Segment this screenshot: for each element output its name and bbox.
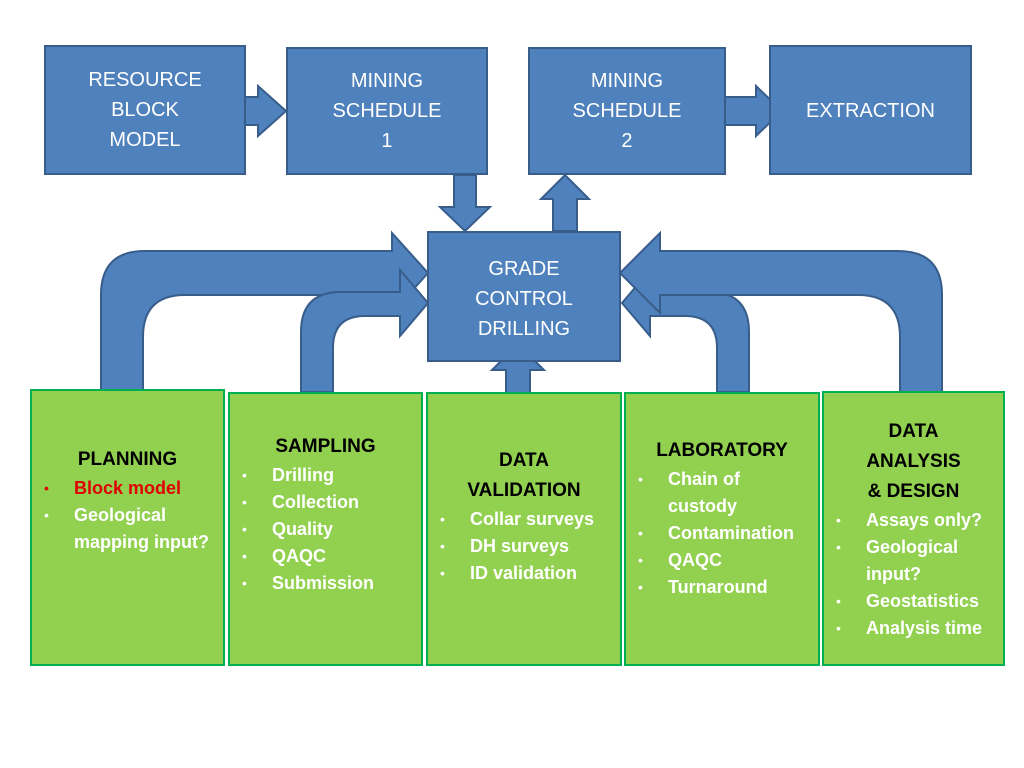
mining-schedule-2-label: MINING SCHEDULE 2 (572, 70, 682, 152)
data-analysis-design-list: •Assays only? •Geological input? •Geosta… (824, 507, 1003, 642)
list-item: •Submission (242, 573, 375, 593)
list-item: •Collection (242, 492, 360, 512)
list-item: •Contamination (638, 523, 794, 543)
list-item: •Collar surveys (440, 509, 595, 529)
planning-panel: PLANNING •Block model •Geological mappin… (30, 389, 225, 666)
grade-control-drilling-box: GRADE CONTROL DRILLING (427, 231, 621, 362)
laboratory-title: LABORATORY (656, 440, 788, 461)
list-item: •QAQC (638, 550, 722, 570)
sampling-panel: SAMPLING •Drilling •Collection •Quality … (228, 392, 423, 666)
list-item: •DH surveys (440, 536, 570, 556)
laboratory-list: •Chain of custody •Contamination •QAQC •… (626, 466, 818, 601)
data-validation-list: •Collar surveys •DH surveys •ID validati… (428, 506, 620, 587)
list-item: •QAQC (242, 546, 326, 566)
list-item: •Chain of custody (638, 469, 740, 516)
list-item: •Quality (242, 519, 334, 539)
arrow-analysis-to-grade-control (618, 230, 943, 393)
arrow-grade-control-to-schedule2 (538, 173, 592, 232)
data-validation-panel: DATA VALIDATION •Collar surveys •DH surv… (426, 392, 622, 666)
laboratory-panel: LABORATORY •Chain of custody •Contaminat… (624, 392, 820, 666)
mining-schedule-2-box: MINING SCHEDULE 2 (528, 47, 726, 175)
list-item: •Block model (44, 478, 182, 498)
mining-schedule-1-label: MINING SCHEDULE 1 (332, 70, 442, 152)
list-item: •Drilling (242, 465, 334, 485)
list-item: •Assays only? (836, 510, 983, 530)
resource-block-model-label: RESOURCE BLOCK MODEL (88, 69, 202, 151)
list-item: •ID validation (440, 563, 578, 583)
data-analysis-design-title: DATA ANALYSIS & DESIGN (866, 421, 961, 502)
arrow-schedule1-to-grade-control (437, 174, 493, 233)
data-validation-title: DATA VALIDATION (467, 450, 581, 501)
grade-control-drilling-label: GRADE CONTROL DRILLING (475, 258, 573, 340)
sampling-list: •Drilling •Collection •Quality •QAQC •Su… (230, 462, 421, 597)
sampling-title: SAMPLING (275, 436, 376, 457)
list-item: •Geostatistics (836, 591, 980, 611)
data-analysis-design-panel: DATA ANALYSIS & DESIGN •Assays only? •Ge… (822, 391, 1005, 666)
list-item: •Turnaround (638, 577, 768, 597)
planning-list: •Block model •Geological mapping input? (32, 475, 223, 556)
list-item: •Analysis time (836, 618, 983, 638)
mining-schedule-1-box: MINING SCHEDULE 1 (286, 47, 488, 175)
planning-title: PLANNING (77, 449, 178, 470)
list-item: •Geological mapping input? (44, 505, 209, 552)
resource-block-model-box: RESOURCE BLOCK MODEL (44, 45, 246, 175)
extraction-label: EXTRACTION (806, 100, 935, 122)
list-item: •Geological input? (836, 537, 959, 584)
extraction-box: EXTRACTION (769, 45, 972, 175)
